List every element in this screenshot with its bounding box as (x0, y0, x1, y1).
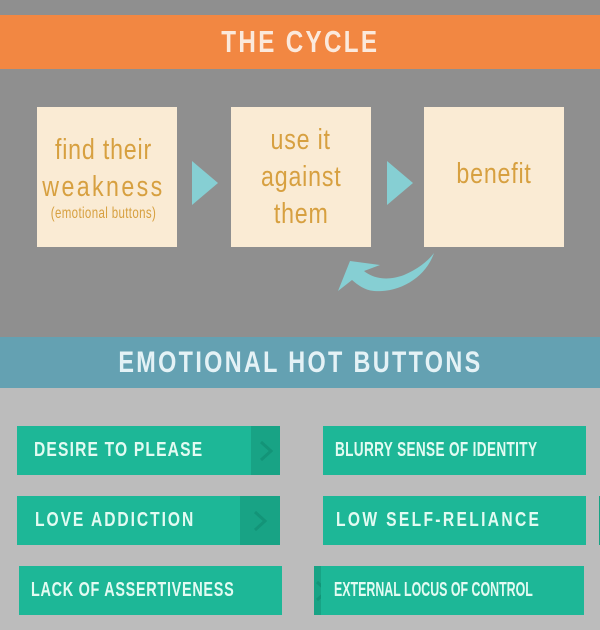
step-subtext: (emotional buttons) (50, 205, 156, 222)
step-text: them (273, 197, 329, 230)
hot-buttons-header: EMOTIONAL HOT BUTTONS (0, 337, 600, 388)
hot-button-lack-of-assertiveness[interactable]: LACK OF ASSERTIVENESS (19, 566, 330, 615)
cycle-diagram: find their weakness (emotional buttons) … (0, 69, 600, 337)
hot-buttons-title: EMOTIONAL HOT BUTTONS (117, 345, 483, 379)
chevron-right-icon (251, 426, 280, 475)
hot-button-label: BLURRY SENSE OF IDENTITY (335, 439, 538, 461)
step-find-weakness: find their weakness (emotional buttons) (37, 107, 177, 247)
hot-button-desire-to-please[interactable]: DESIRE TO PLEASE (17, 426, 280, 475)
hot-button-blurry-sense-of-identity[interactable]: BLURRY SENSE OF IDENTITY (323, 426, 586, 475)
curved-return-arrow-icon (338, 253, 434, 292)
hot-button-label: LACK OF ASSERTIVENESS (31, 579, 235, 601)
chevron-right-icon (240, 496, 280, 545)
step-text: against (260, 160, 342, 193)
step-text: weakness (41, 171, 165, 203)
step-text: find their (54, 134, 152, 166)
step-benefit: benefit (424, 107, 564, 247)
cycle-title: THE CYCLE (220, 24, 380, 59)
step-use-against: use it against them (231, 107, 371, 247)
step-text: use it (270, 123, 332, 156)
step-text: benefit (456, 157, 532, 190)
hot-button-love-addiction[interactable]: LOVE ADDICTION (17, 496, 280, 545)
hot-button-label: EXTERNAL LOCUS OF CONTROL (334, 579, 533, 601)
triangle-right-icon (387, 161, 413, 205)
hot-button-label: DESIRE TO PLEASE (34, 439, 204, 461)
hot-button-low-self-reliance[interactable]: LOW SELF-RELIANCE (323, 496, 600, 545)
hot-buttons-grid: DESIRE TO PLEASE BLURRY SENSE OF IDENTIT… (0, 388, 600, 630)
hot-button-label: LOW SELF-RELIANCE (336, 509, 542, 531)
triangle-right-icon (192, 161, 218, 205)
hot-button-external-locus-of-control[interactable]: EXTERNAL LOCUS OF CONTROL (321, 566, 584, 615)
cycle-header: THE CYCLE (0, 15, 600, 69)
hot-button-label: LOVE ADDICTION (35, 509, 196, 531)
